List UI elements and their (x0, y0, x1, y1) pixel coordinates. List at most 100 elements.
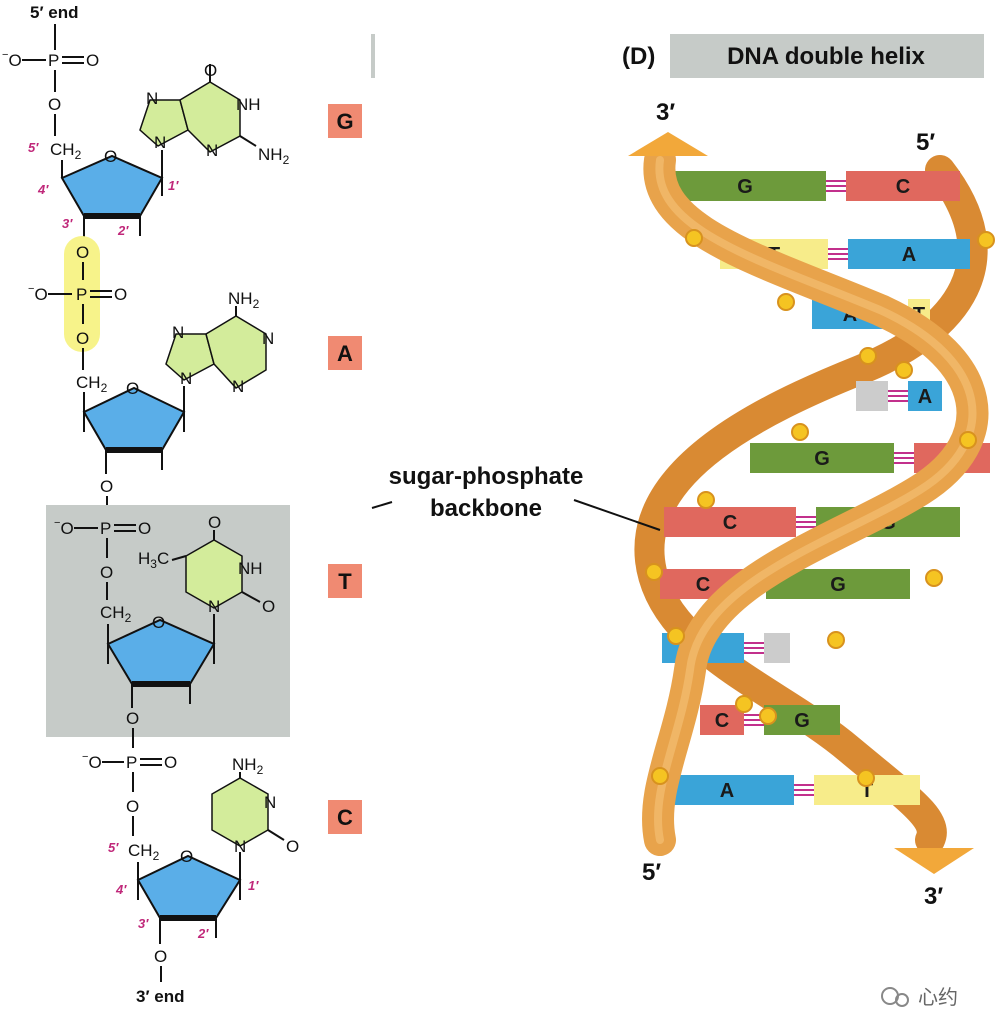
svg-text:1′: 1′ (248, 878, 259, 893)
svg-text:NH2: NH2 (228, 289, 260, 311)
base-left-label: G (737, 176, 753, 198)
phosphate-balls (645, 229, 995, 787)
phosphate-group-4: O −O P O O (82, 709, 177, 836)
sugar-ring (82, 386, 186, 451)
callout-leader-right (573, 499, 661, 531)
base-right (764, 633, 790, 663)
svg-text:CH2: CH2 (128, 841, 160, 863)
svg-text:NH2: NH2 (258, 145, 290, 167)
three-end-label: 3′ end (136, 987, 184, 1006)
svg-text:3′: 3′ (138, 916, 149, 931)
phosphodiester-highlight (64, 236, 100, 352)
svg-text:N: N (234, 837, 246, 856)
svg-text:O: O (86, 51, 99, 70)
svg-text:P: P (76, 285, 87, 304)
svg-text:A: A (337, 341, 353, 366)
svg-text:CH2: CH2 (76, 373, 108, 395)
base-right (908, 381, 942, 411)
callout-line-2: backbone (430, 495, 542, 522)
svg-text:N: N (264, 793, 276, 812)
svg-text:O: O (48, 95, 61, 114)
svg-text:O: O (76, 329, 89, 348)
base-right-label: A (918, 386, 932, 408)
five-end-label: 5′ end (30, 3, 78, 22)
base-right-label: G (830, 574, 846, 596)
svg-text:O: O (104, 147, 117, 166)
base-left (750, 443, 894, 473)
svg-text:O: O (100, 477, 113, 496)
arrow-top-left (628, 132, 708, 156)
svg-text:−O: −O (28, 283, 48, 304)
base-badge-g: G (328, 104, 362, 138)
svg-text:5′: 5′ (108, 840, 119, 855)
svg-text:O: O (76, 243, 89, 262)
svg-text:O: O (126, 379, 139, 398)
svg-text:O: O (286, 837, 299, 856)
svg-text:NH2: NH2 (232, 755, 264, 777)
base-left-label: A (720, 780, 734, 802)
callout-line-1: sugar-phosphate (389, 463, 584, 490)
phosphate-group-2: O −O P O O (28, 236, 127, 370)
svg-text:G: G (336, 109, 353, 134)
panel-divider (371, 34, 375, 78)
svg-text:O: O (126, 709, 139, 728)
base-pair: A (856, 381, 942, 411)
base-right-label: G (794, 710, 810, 732)
base-right (848, 239, 970, 269)
svg-text:心约: 心约 (918, 986, 958, 1009)
base-right (846, 171, 960, 201)
sugar-ring (136, 854, 242, 919)
base-left (664, 171, 826, 201)
phosphate-group-1: −O P O O (2, 49, 99, 136)
helix-end-top-right: 5′ (916, 129, 935, 156)
helix-end-bottom-left: 5′ (642, 859, 661, 886)
nucleotide-c: 5′ CH2 O 4′ 3′ 2′ 1′ N N NH2 O O 3′ e (108, 755, 299, 1006)
svg-text:CH2: CH2 (50, 140, 82, 162)
svg-text:H3C: H3C (138, 549, 169, 571)
svg-text:O: O (164, 753, 177, 772)
svg-text:2′: 2′ (197, 926, 209, 941)
base-badge-t: T (328, 564, 362, 598)
svg-text:O: O (138, 519, 151, 538)
svg-text:O: O (154, 947, 167, 966)
sugar-ring (106, 618, 216, 685)
base-right (764, 705, 840, 735)
svg-text:−O: −O (82, 751, 102, 772)
svg-text:5′: 5′ (28, 140, 39, 155)
svg-text:CH2: CH2 (100, 603, 132, 625)
svg-text:O: O (180, 847, 193, 866)
base-badge-a: A (328, 336, 362, 370)
nucleotide-t: −O P O O CH2 O N NH O O (54, 513, 275, 708)
watermark: 心约 (881, 986, 958, 1009)
svg-text:O: O (262, 597, 275, 616)
svg-text:N: N (180, 369, 192, 388)
svg-text:N: N (262, 329, 274, 348)
base-left-label: C (723, 512, 737, 534)
svg-text:P: P (126, 753, 137, 772)
backbone-strand-back (634, 155, 988, 855)
base-left (660, 775, 794, 805)
svg-text:N: N (232, 377, 244, 396)
svg-text:O: O (152, 613, 165, 632)
svg-text:O: O (208, 513, 221, 532)
panel-title-bar (670, 34, 984, 78)
base-left-label: G (814, 448, 830, 470)
base-left (856, 381, 888, 411)
svg-text:O: O (100, 563, 113, 582)
svg-text:2′: 2′ (117, 223, 129, 238)
base-left-label: C (696, 574, 710, 596)
svg-text:P: P (100, 519, 111, 538)
svg-text:−O: −O (54, 517, 74, 538)
arrow-bottom-right (894, 848, 974, 874)
callout-leader-left (371, 501, 393, 509)
base-badge-c: C (328, 800, 362, 834)
base-right-label: A (902, 244, 916, 266)
svg-text:NH: NH (238, 559, 263, 578)
svg-text:3′: 3′ (62, 216, 73, 231)
